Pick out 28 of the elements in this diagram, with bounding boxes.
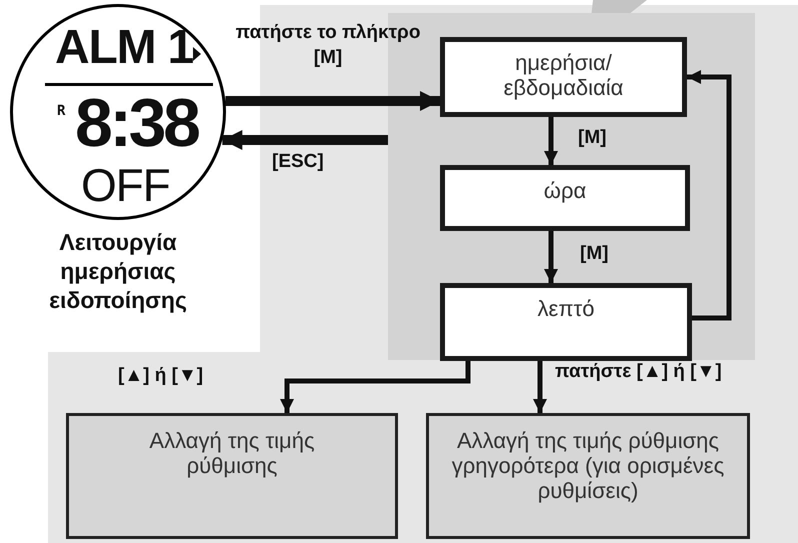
- process-box: [440, 283, 692, 361]
- edge-label: [ESC]: [272, 150, 324, 174]
- box-text: λεπτό: [538, 296, 594, 321]
- arrow: [222, 130, 388, 150]
- display-text: 8:38: [75, 87, 198, 159]
- process-box: [426, 413, 750, 539]
- arrow: [533, 361, 547, 413]
- process-box: [440, 165, 690, 231]
- display-text: R: [57, 103, 66, 119]
- box-text: ώρα: [544, 178, 586, 203]
- process-box: [440, 37, 687, 117]
- display-text: OFF: [81, 159, 170, 211]
- arrow: [544, 231, 558, 283]
- box-text: Αλλαγή της τιμής ρύθμισης γρηγορότερα (για ορισμένες ρυθμίσεις): [450, 428, 726, 503]
- process-box: [66, 413, 398, 539]
- box-text: Αλλαγή της τιμής ρύθμισης: [148, 428, 316, 478]
- arrow: [687, 70, 732, 320]
- display-text: ALM 1: [55, 21, 194, 75]
- edge-label: [▲] ή [▼]: [118, 364, 204, 388]
- arrow: [280, 361, 470, 413]
- arrow: [225, 91, 440, 111]
- edge-label: πατήστε το πλήκτρο [M]: [234, 21, 422, 70]
- edge-label: πατήστε [▲] ή [▼]: [555, 360, 723, 384]
- edge-label: [M]: [580, 242, 608, 266]
- arrow: [544, 117, 558, 165]
- box-text: ημερήσια/ εβδομαδιαία: [502, 50, 624, 100]
- mode-label: Λειτουργία ημερήσιας ειδοποίησης: [48, 228, 188, 315]
- edge-label: [M]: [578, 126, 606, 150]
